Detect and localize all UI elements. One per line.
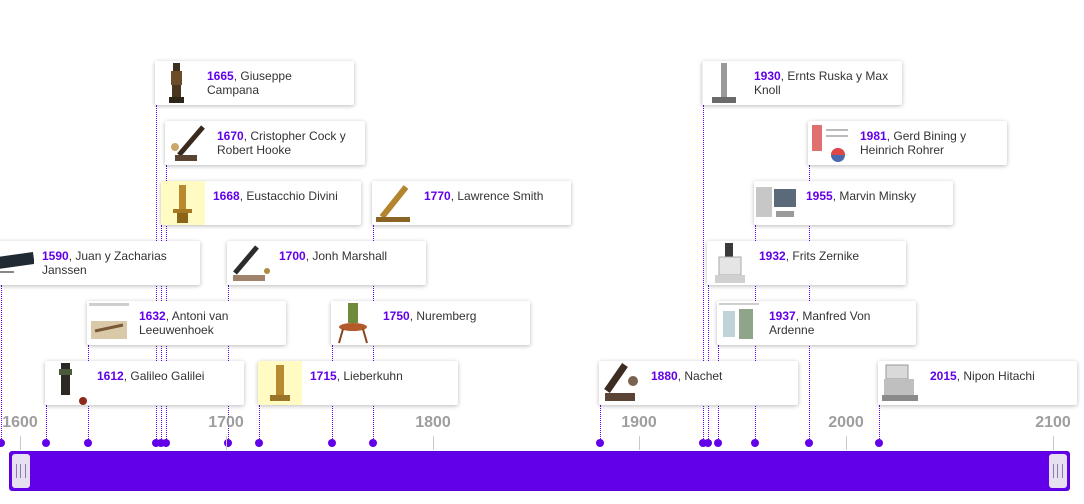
event-dot[interactable]: [328, 439, 336, 447]
event-title: , Galileo Galilei: [124, 369, 205, 383]
event-year: 2015: [930, 369, 957, 383]
timeline-range-slider[interactable]: [9, 451, 1070, 491]
range-start-handle[interactable]: [12, 454, 30, 488]
event-year: 1715: [310, 369, 337, 383]
axis-label: 1600: [0, 414, 50, 432]
tube-microscope-photo-icon: [0, 241, 34, 285]
event-year: 1590: [42, 249, 69, 263]
computer-microscope-photo-icon: [754, 181, 798, 225]
lieberkuhn-microscope-photo-icon: [258, 361, 302, 405]
event-dot[interactable]: [751, 439, 759, 447]
hitachi-microscope-photo-icon: [878, 361, 922, 405]
event-dot[interactable]: [596, 439, 604, 447]
event-card-1590[interactable]: 1590, Juan y Zacharias Janssen: [0, 241, 200, 285]
event-dot[interactable]: [162, 439, 170, 447]
event-title: , Frits Zernike: [786, 249, 859, 263]
grip-icon: [1053, 464, 1063, 478]
event-dot[interactable]: [714, 439, 722, 447]
axis-label: 1900: [609, 414, 669, 432]
ardenne-diagram-photo-icon: [717, 301, 761, 345]
axis-tick: [226, 436, 227, 450]
nuremberg-microscope-photo-icon: [331, 301, 375, 345]
event-title: , Jonh Marshall: [306, 249, 387, 263]
event-title: , Nipon Hitachi: [957, 369, 1035, 383]
event-year: 1932: [759, 249, 786, 263]
stm-diagram-photo-icon: [808, 121, 852, 165]
event-card-1700[interactable]: 1700, Jonh Marshall: [227, 241, 426, 285]
event-year: 1665: [207, 69, 234, 83]
event-card-1715[interactable]: 1715, Lieberkuhn: [258, 361, 458, 405]
event-card-1981[interactable]: 1981, Gerd Bining y Heinrich Rohrer: [808, 121, 1007, 165]
event-card-1750[interactable]: 1750, Nuremberg: [331, 301, 530, 345]
event-year: 1880: [651, 369, 678, 383]
axis-label: 2100: [1023, 414, 1083, 432]
event-year: 1700: [279, 249, 306, 263]
event-card-1932[interactable]: 1932, Frits Zernike: [707, 241, 906, 285]
event-card-1668[interactable]: 1668, Eustacchio Divini: [161, 181, 361, 225]
event-year: 1981: [860, 129, 887, 143]
event-year: 1670: [217, 129, 244, 143]
event-card-2015[interactable]: 2015, Nipon Hitachi: [878, 361, 1077, 405]
axis-tick: [1053, 436, 1054, 450]
event-dot[interactable]: [704, 439, 712, 447]
event-year: 1930: [754, 69, 781, 83]
event-dot[interactable]: [42, 439, 50, 447]
axis-tick: [20, 436, 21, 450]
event-dot[interactable]: [84, 439, 92, 447]
event-title: , Lawrence Smith: [451, 189, 544, 203]
event-year: 1770: [424, 189, 451, 203]
event-title: , Eustacchio Divini: [240, 189, 338, 203]
galileo-microscope-photo-icon: [45, 361, 89, 405]
event-card-1632[interactable]: 1632, Antoni van Leeuwenhoek: [87, 301, 286, 345]
event-card-1955[interactable]: 1955, Marvin Minsky: [754, 181, 953, 225]
event-year: 1750: [383, 309, 410, 323]
range-end-handle[interactable]: [1049, 454, 1067, 488]
event-dot[interactable]: [369, 439, 377, 447]
marshall-microscope-photo-icon: [227, 241, 271, 285]
event-card-1930[interactable]: 1930, Ernts Ruska y Max Knoll: [702, 61, 902, 105]
event-year: 1668: [213, 189, 240, 203]
event-title: , Lieberkuhn: [337, 369, 403, 383]
event-title: , Nachet: [678, 369, 723, 383]
event-card-1770[interactable]: 1770, Lawrence Smith: [372, 181, 571, 225]
event-dot[interactable]: [805, 439, 813, 447]
event-dot[interactable]: [875, 439, 883, 447]
event-card-1665[interactable]: 1665, Giuseppe Campana: [155, 61, 354, 105]
axis-tick: [433, 436, 434, 450]
event-year: 1955: [806, 189, 833, 203]
axis-tick: [846, 436, 847, 450]
smith-microscope-photo-icon: [372, 181, 416, 225]
event-year: 1937: [769, 309, 796, 323]
tall-microscope-photo-icon: [155, 61, 199, 105]
event-title: , Nuremberg: [410, 309, 477, 323]
event-card-1937[interactable]: 1937, Manfred Von Ardenne: [717, 301, 916, 345]
axis-label: 2000: [816, 414, 876, 432]
event-stem: [259, 405, 260, 443]
event-card-1612[interactable]: 1612, Galileo Galilei: [45, 361, 244, 405]
electron-microscope-photo-icon: [702, 61, 746, 105]
event-year: 1612: [97, 369, 124, 383]
axis-label: 1800: [403, 414, 463, 432]
axis-label: 1700: [196, 414, 256, 432]
event-card-1670[interactable]: 1670, Cristopher Cock y Robert Hooke: [165, 121, 365, 165]
grip-icon: [16, 464, 26, 478]
event-card-1880[interactable]: 1880, Nachet: [599, 361, 798, 405]
event-stem: [600, 405, 601, 443]
brass-microscope-photo-icon: [161, 181, 205, 225]
event-dot[interactable]: [255, 439, 263, 447]
phase-microscope-photo-icon: [707, 241, 751, 285]
hooke-microscope-photo-icon: [165, 121, 209, 165]
nachet-microscope-photo-icon: [599, 361, 643, 405]
event-stem: [879, 405, 880, 443]
event-title: , Marvin Minsky: [833, 189, 916, 203]
event-year: 1632: [139, 309, 166, 323]
axis-tick: [639, 436, 640, 450]
event-dot[interactable]: [0, 439, 5, 447]
diagram-photo-icon: [87, 301, 131, 345]
